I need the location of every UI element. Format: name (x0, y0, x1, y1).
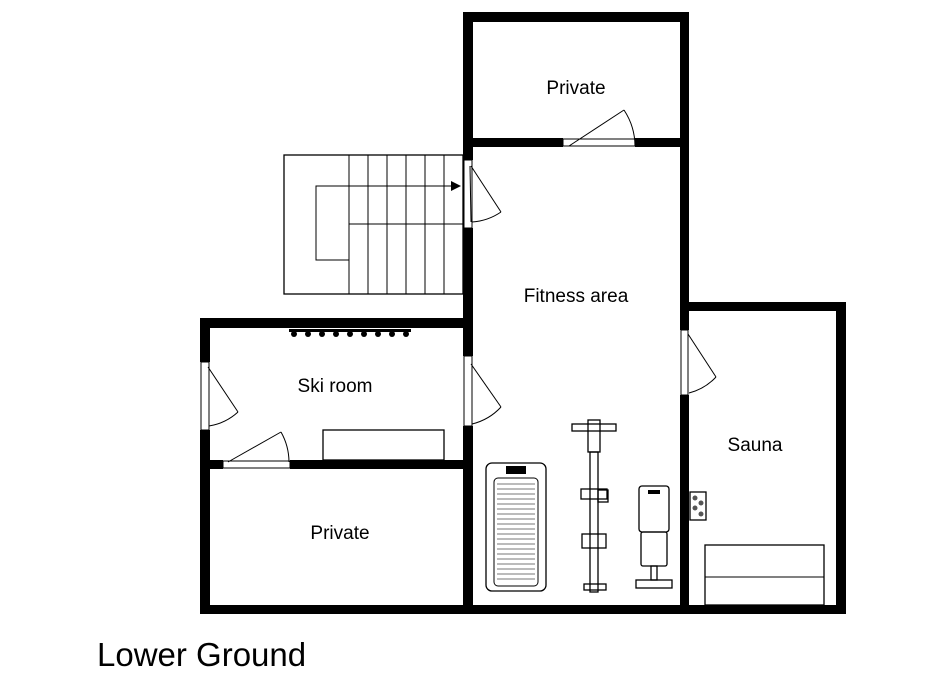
door-private-top (562, 109, 636, 147)
staircase (283, 154, 464, 295)
floor-title: Lower Ground (97, 636, 306, 673)
walls (200, 12, 846, 614)
treadmill (485, 462, 547, 592)
doors (200, 109, 717, 469)
room-label-private-bottom: Private (310, 523, 369, 544)
door-stairs (463, 159, 502, 229)
weight-machine (571, 419, 617, 593)
weight-bench (635, 485, 673, 589)
sauna-stove (689, 491, 707, 521)
room-label-private-top: Private (546, 78, 605, 99)
room-label-sauna: Sauna (728, 435, 783, 456)
stair-direction-arrow (451, 181, 461, 191)
door-ski-bottom (222, 431, 291, 469)
room-label-ski-room: Ski room (298, 376, 373, 397)
door-ski-fitness (463, 355, 502, 427)
door-ski-left (200, 361, 239, 431)
door-sauna (680, 329, 717, 396)
ski-bench (322, 429, 445, 461)
sauna-bench (704, 544, 825, 606)
room-label-fitness-area: Fitness area (524, 286, 629, 307)
ski-hooks (289, 329, 411, 337)
